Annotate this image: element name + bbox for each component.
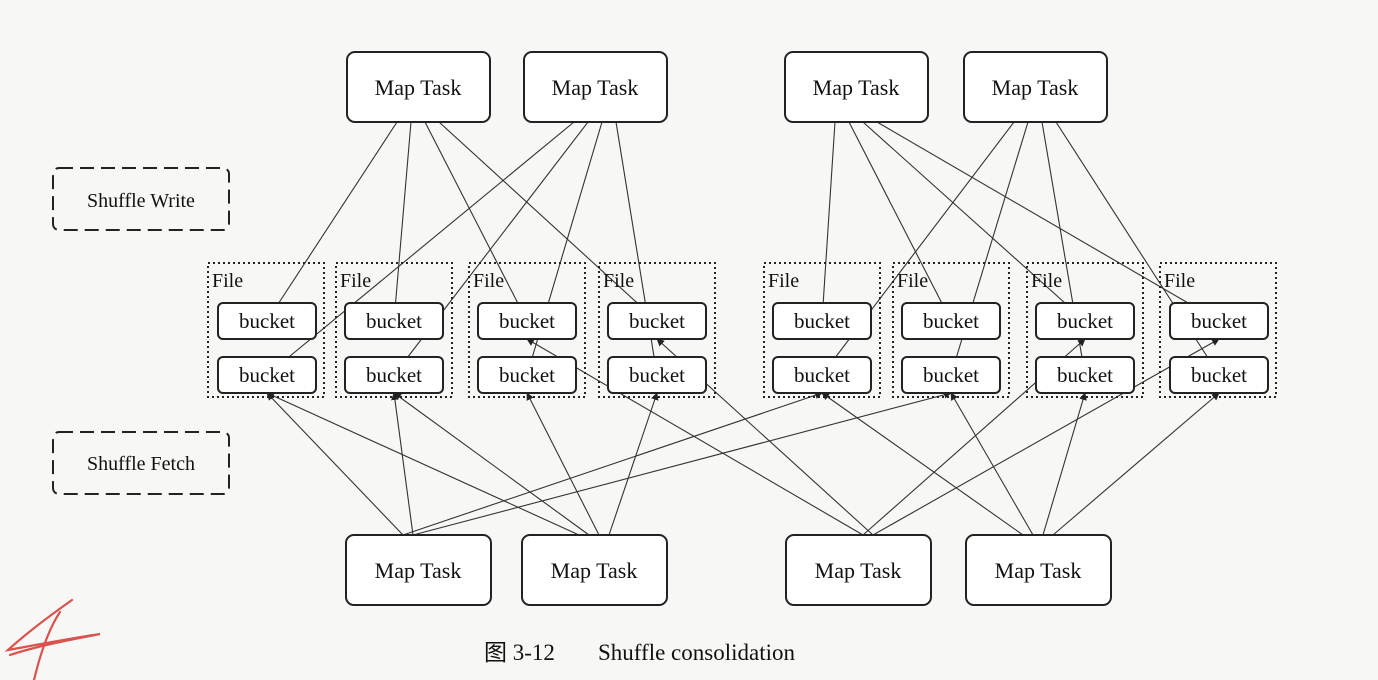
svg-text:Map Task: Map Task [375,558,462,583]
write-edge-9 [818,121,836,322]
fetch-edge-16 [1052,392,1220,536]
bottom-map-task-2: Map Task [521,534,668,606]
svg-text:Map Task: Map Task [815,558,902,583]
fetch-edge-4 [412,391,952,536]
write-edge-1 [266,121,398,322]
svg-text:bucket: bucket [366,309,422,333]
bucket-3-2: bucket [477,356,577,394]
file-8: File bucket bucket [1159,262,1277,398]
svg-text:bucket: bucket [923,309,979,333]
svg-text:File: File [1164,270,1195,292]
svg-text:Shuffle Write: Shuffle Write [87,190,195,212]
bucket-8-1: bucket [1169,302,1269,340]
svg-text:bucket: bucket [1057,309,1113,333]
svg-text:bucket: bucket [1057,363,1113,387]
bottom-map-task-1: Map Task [345,534,492,606]
write-edge-2 [390,121,412,322]
svg-text:bucket: bucket [239,363,295,387]
file-4: File bucket bucket [598,262,716,398]
fetch-edge-3 [402,391,823,536]
svg-text:Map Task: Map Task [992,75,1079,100]
figure-caption: 图 3-12 Shuffle consolidation [484,640,795,665]
svg-text:bucket: bucket [239,309,295,333]
bottom-map-task-4: Map Task [965,534,1112,606]
file-7: File bucket bucket [1026,262,1144,398]
fetch-edge-12 [872,338,1220,536]
write-edge-11 [862,121,1086,322]
svg-text:Map Task: Map Task [813,75,900,100]
write-edge-10 [848,121,952,322]
bucket-7-2: bucket [1035,356,1135,394]
fetch-edge-5 [266,392,580,536]
fetch-edge-1 [266,392,404,536]
red-ink-mark [4,598,101,680]
svg-text:Map Task: Map Task [995,558,1082,583]
bucket-2-1: bucket [344,302,444,340]
file-1: File bucket bucket [207,262,325,398]
svg-text:bucket: bucket [794,363,850,387]
write-edge-4 [438,121,658,322]
svg-text:File: File [768,270,799,292]
svg-text:bucket: bucket [1191,309,1247,333]
bucket-8-2: bucket [1169,356,1269,394]
svg-text:bucket: bucket [499,363,555,387]
svg-text:Map Task: Map Task [551,558,638,583]
file-6: File bucket bucket [892,262,1010,398]
fetch-edge-14 [950,392,1034,536]
fetch-edge-2 [391,392,414,536]
fetch-edge-6 [393,392,590,536]
write-edge-12 [876,121,1220,322]
bucket-4-2: bucket [607,356,707,394]
figure-title: Shuffle consolidation [598,640,795,665]
bucket-6-1: bucket [901,302,1001,340]
file-3: File bucket bucket [468,262,586,398]
bucket-3-1: bucket [477,302,577,340]
fetch-edge-15 [1042,392,1087,536]
figure-number: 图 3-12 [484,640,555,665]
svg-text:Map Task: Map Task [375,75,462,100]
bucket-2-2: bucket [344,356,444,394]
top-map-task-3: Map Task [784,51,929,123]
bucket-5-1: bucket [772,302,872,340]
bucket-7-1: bucket [1035,302,1135,340]
write-edge-3 [424,121,528,322]
bucket-1-2: bucket [217,356,317,394]
top-map-task-4: Map Task [963,51,1108,123]
svg-text:Map Task: Map Task [552,75,639,100]
bottom-map-task-3: Map Task [785,534,932,606]
fetch-edge-8 [608,392,659,536]
svg-text:File: File [340,270,371,292]
shuffle-fetch-label: Shuffle Fetch [52,431,230,495]
svg-text:File: File [897,270,928,292]
svg-text:bucket: bucket [629,363,685,387]
svg-text:bucket: bucket [1191,363,1247,387]
file-5: File bucket bucket [763,262,881,398]
bucket-4-1: bucket [607,302,707,340]
fetch-edge-13 [821,392,1024,536]
bucket-6-2: bucket [901,356,1001,394]
svg-text:File: File [603,270,634,292]
svg-text:bucket: bucket [629,309,685,333]
write-edge-5 [266,121,575,376]
svg-text:bucket: bucket [794,309,850,333]
svg-text:File: File [212,270,243,292]
top-map-task-1: Map Task [346,51,491,123]
svg-text:bucket: bucket [499,309,555,333]
fetch-edge-9 [526,338,864,536]
fetch-edge-7 [526,392,600,536]
svg-text:Shuffle Fetch: Shuffle Fetch [87,453,195,475]
shuffle-write-label: Shuffle Write [52,167,230,231]
svg-text:File: File [1031,270,1062,292]
bucket-5-2: bucket [772,356,872,394]
svg-text:File: File [473,270,504,292]
bucket-1-1: bucket [217,302,317,340]
svg-text:bucket: bucket [366,363,422,387]
top-map-task-2: Map Task [523,51,668,123]
file-2: File bucket bucket [335,262,453,398]
svg-text:bucket: bucket [923,363,979,387]
